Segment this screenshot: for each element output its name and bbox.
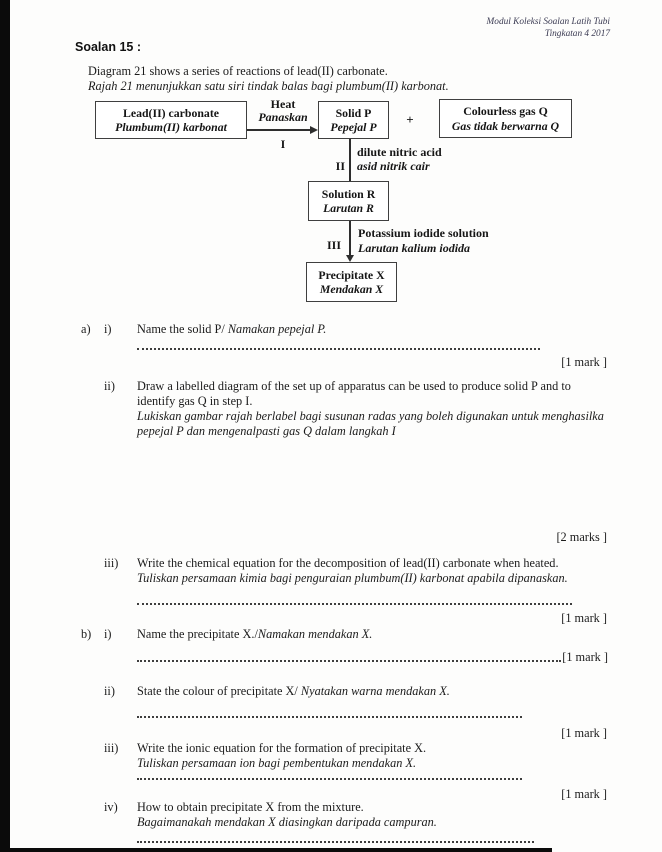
question-a-ii: ii) Draw a labelled diagram of the set u… <box>104 379 623 439</box>
page-header: Modul Koleksi Soalan Latih Tubi Tingkata… <box>487 17 610 40</box>
question-a-i-text: Name the solid P/ Namakan pepejal P. <box>137 322 326 337</box>
mark-a-iii: [1 mark ] <box>561 611 607 625</box>
heat-arrow-head <box>310 126 318 134</box>
item-a-ii-label: ii) <box>104 379 115 393</box>
question-b-i-my: Namakan mendakan X. <box>257 627 373 641</box>
question-a-iii: iii) Write the chemical equation for the… <box>104 556 623 586</box>
scan-left-edge <box>0 0 10 852</box>
question-a-iii-en: Write the chemical equation for the deco… <box>137 556 559 570</box>
question-a-ii-en1: Draw a labelled diagram of the set up of… <box>137 379 571 393</box>
box-precipitate-x-en: Precipitate X <box>318 267 385 282</box>
box-solid-p: Solid P Pepejal P <box>318 101 389 139</box>
box-solid-p-my: Pepejal P <box>330 120 377 134</box>
ki-solution-label-en: Potassium iodide solution <box>358 226 489 240</box>
intro-line-my: Rajah 21 menunjukkan satu siri tindak ba… <box>88 79 449 93</box>
answer-line-b-iv <box>137 834 534 843</box>
mark-b-ii: [1 mark ] <box>561 726 607 740</box>
box-solution-r-my: Larutan R <box>323 201 374 215</box>
box-gas-q-en: Colourless gas Q <box>463 104 548 118</box>
question-b-iv: iv) How to obtain precipitate X from the… <box>104 800 623 830</box>
mark-b-i: [1 mark ] <box>562 650 608 664</box>
box-colourless-gas-q: Colourless gas Q Gas tidak berwarna Q <box>439 99 572 138</box>
module-title: Modul Koleksi Soalan Latih Tubi <box>486 17 610 27</box>
mark-a-i: [1 mark ] <box>561 355 607 369</box>
question-a-i: a) i) Name the solid P/ Namakan pepejal … <box>81 322 621 337</box>
scan-bottom-edge <box>0 848 552 852</box>
question-a-iii-my: Tuliskan persamaan kimia bagi penguraian… <box>137 571 568 585</box>
answer-row-b-i: [1 mark ] <box>137 650 608 665</box>
heat-label-my: Panaskan <box>258 110 308 124</box>
item-a-iii-label: iii) <box>104 556 119 570</box>
item-b-iv-label: iv) <box>104 800 118 814</box>
heat-arrow-line <box>247 129 311 131</box>
module-year: Tingkatan 4 2017 <box>544 28 610 39</box>
answer-line-b-ii <box>137 709 522 718</box>
question-heading: Soalan 15 : <box>75 40 141 54</box>
box-solid-p-en: Solid P <box>335 105 372 120</box>
box-lead-carbonate-en: Lead(II) carbonate <box>122 105 219 120</box>
answer-line-a-iii <box>137 596 572 605</box>
item-a-i-label: i) <box>104 322 112 336</box>
question-b-ii-en: State the colour of precipitate X/ <box>137 684 301 698</box>
heat-label-en: Heat <box>270 97 296 111</box>
box-lead-carbonate: Lead(II) carbonate Plumbum(II) karbonat <box>95 101 247 139</box>
question-b-iv-en: How to obtain precipitate X from the mix… <box>137 800 364 814</box>
step-ii-label: II <box>335 159 345 173</box>
question-a-ii-en2: identify gas Q in step I. <box>137 394 253 408</box>
answer-line-a-i <box>137 341 540 350</box>
question-b-iii-en: Write the ionic equation for the formati… <box>137 741 427 755</box>
question-a-i-my: Namakan pepejal P. <box>227 322 327 336</box>
question-b-iii-my: Tuliskan persamaan ion bagi pembentukan … <box>137 756 417 770</box>
item-b-ii-label: ii) <box>104 684 115 698</box>
question-b-iii: iii) Write the ionic equation for the fo… <box>104 741 623 771</box>
plus-sign: + <box>406 112 414 127</box>
question-b-ii-my: Nyatakan warna mendakan X. <box>300 684 450 698</box>
box-lead-carbonate-my: Plumbum(II) karbonat <box>115 120 227 134</box>
step-iii-arrow-head <box>345 255 354 262</box>
question-b-i-en: Name the precipitate X./ <box>137 627 258 641</box>
item-b-iii-label: iii) <box>104 741 119 755</box>
box-precipitate-x: Precipitate X Mendakan X <box>306 262 397 302</box>
answer-line-b-iii <box>137 771 522 780</box>
item-b-i-label: i) <box>104 627 112 641</box>
nitric-acid-label-my: asid nitrik cair <box>357 159 430 173</box>
step-ii-line <box>349 139 351 181</box>
question-b-ii-text: State the colour of precipitate X/ Nyata… <box>137 684 450 699</box>
question-a-ii-my2: pepejal P dan mengenalpasti gas Q dalam … <box>137 424 396 438</box>
mark-a-ii: [2 marks ] <box>556 530 607 544</box>
box-solution-r-en: Solution R <box>321 186 376 201</box>
answer-line-b-i <box>137 653 562 662</box>
question-b-i-text: Name the precipitate X./Namakan mendakan… <box>137 627 372 642</box>
question-a-ii-my1: Lukiskan gambar rajah berlabel bagi susu… <box>137 409 604 423</box>
box-precipitate-x-my: Mendakan X <box>319 282 384 296</box>
nitric-acid-label-en: dilute nitric acid <box>357 145 442 159</box>
question-a-i-en: Name the solid P/ <box>137 322 228 336</box>
step-iii-line <box>349 221 351 256</box>
part-b-label: b) <box>81 627 92 641</box>
part-a-label: a) <box>81 322 91 336</box>
box-solution-r: Solution R Larutan R <box>308 181 389 221</box>
ki-solution-label-my: Larutan kalium iodida <box>358 241 471 255</box>
intro-line-en: Diagram 21 shows a series of reactions o… <box>88 64 388 78</box>
mark-b-iii: [1 mark ] <box>561 787 607 801</box>
box-gas-q-my: Gas tidak berwarna Q <box>451 118 560 133</box>
question-b-iv-my: Bagaimanakah mendakan X diasingkan darip… <box>137 815 437 829</box>
step-iii-label: III <box>326 238 341 252</box>
step-i-label: I <box>280 137 286 151</box>
